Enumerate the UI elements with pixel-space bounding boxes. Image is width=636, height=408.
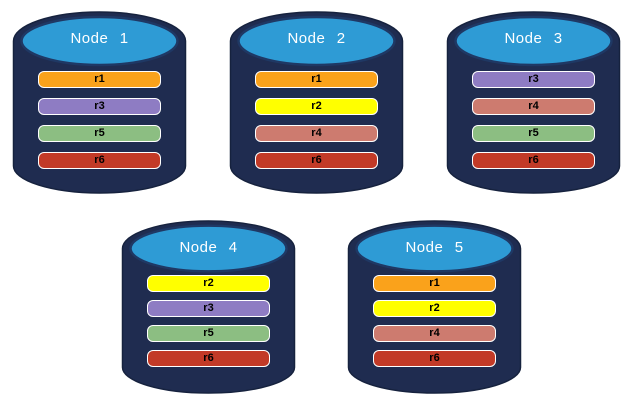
replica-bar: r2: [373, 300, 496, 317]
node-title: Node 5: [405, 239, 464, 256]
replica-bar: r6: [255, 152, 378, 169]
node-title: Node 1: [70, 30, 129, 47]
replica-bar: r1: [38, 71, 161, 88]
replica-bar: r2: [147, 275, 270, 292]
replica-bar: r5: [147, 325, 270, 342]
replica-bar: r6: [472, 152, 595, 169]
replica-bar: r3: [38, 98, 161, 115]
node-title: Node 3: [504, 30, 563, 47]
replica-bar: r4: [472, 98, 595, 115]
node-title: Node 2: [287, 30, 346, 47]
replica-bar: r5: [38, 125, 161, 142]
replica-bar: r5: [472, 125, 595, 142]
node-title: Node 4: [179, 239, 238, 256]
node-1: Node 1 r1 r3 r5 r6: [12, 10, 187, 195]
node-2: Node 2 r1 r2 r4 r6: [229, 10, 404, 195]
node-4: Node 4 r2 r3 r5 r6: [121, 219, 296, 395]
node-3: Node 3 r3 r4 r5 r6: [446, 10, 621, 195]
replica-list: r1 r3 r5 r6: [38, 71, 161, 169]
replica-bar: r4: [255, 125, 378, 142]
cylinder-top: [129, 224, 288, 273]
cylinder-top: [454, 15, 613, 67]
replica-bar: r6: [147, 350, 270, 367]
replica-bar: r3: [472, 71, 595, 88]
replica-list: r3 r4 r5 r6: [472, 71, 595, 169]
replica-bar: r4: [373, 325, 496, 342]
cylinder-top: [20, 15, 179, 67]
replica-list: r1 r2 r4 r6: [373, 275, 496, 367]
replica-bar: r3: [147, 300, 270, 317]
cylinder-top: [355, 224, 514, 273]
replica-list: r1 r2 r4 r6: [255, 71, 378, 169]
replica-bar: r6: [38, 152, 161, 169]
replica-bar: r1: [373, 275, 496, 292]
cylinder-top: [237, 15, 396, 67]
replica-bar: r2: [255, 98, 378, 115]
replica-list: r2 r3 r5 r6: [147, 275, 270, 367]
replica-bar: r6: [373, 350, 496, 367]
node-5: Node 5 r1 r2 r4 r6: [347, 219, 522, 395]
replica-bar: r1: [255, 71, 378, 88]
